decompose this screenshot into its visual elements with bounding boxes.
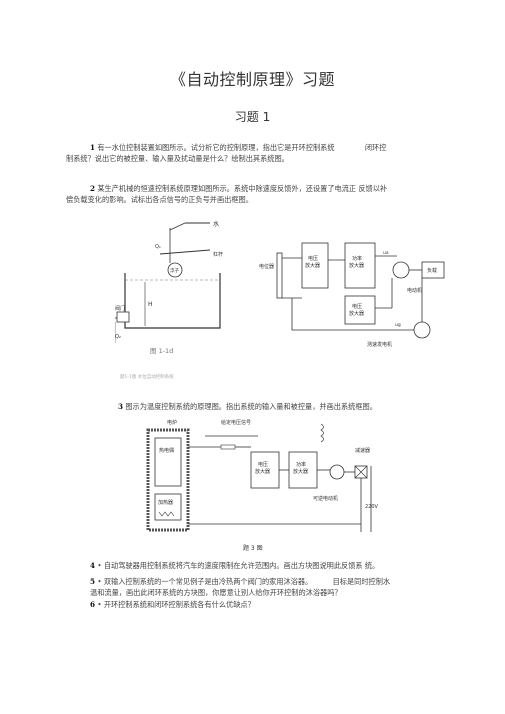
heater-coil — [158, 511, 175, 517]
motor-symbol — [392, 261, 410, 279]
question-5-text-a: 双输入控制系统的一个常见例子是由冷热两个阀门的家用沐浴器。 — [103, 577, 313, 586]
ua-label: ua — [383, 251, 389, 256]
question-4-text: 自动驾驶器用控制系统将汽车的速度限制在允许范围内。画出方块图说明此反馈系 统。 — [103, 561, 380, 570]
motor-label: 电动机 — [407, 287, 422, 294]
q1-label: Q₁ — [155, 244, 161, 250]
question-1-line-2: 制系统？说出它的被控量、输入量及扰动量是什么？绘制出其系统图。 — [66, 154, 289, 163]
setpoint-potentiometer — [220, 444, 236, 450]
potentiometer-label: 电位器 — [259, 263, 274, 270]
supply-voltage-label: 220V — [365, 504, 379, 510]
q2-label: Q₂ — [115, 334, 121, 340]
valve-label: 阀门 — [115, 305, 125, 312]
figure-water-level: 水 Q₁ 杠杆 浮子 H 阀门 Q₂ 图 1-1d 题1-1图 水位自动控制系统 — [115, 220, 223, 380]
question-3-number: 3 — [118, 402, 124, 411]
float-label: 浮子 — [170, 267, 179, 274]
power-amplifier-label: 功率放大器 — [349, 255, 364, 269]
section-title: 习题 1 — [234, 110, 271, 124]
setpoint-label: 给定电压信号 — [221, 419, 251, 426]
potentiometer — [276, 252, 283, 299]
question-6-number: 6 — [90, 600, 96, 609]
current-amplifier-block — [344, 295, 376, 325]
question-4-number: 4 — [90, 561, 96, 570]
reversible-motor-symbol — [329, 464, 345, 480]
question-1-number: 1 — [90, 143, 96, 152]
question-5: 5 • 双输入控制系统的一个常见例子是由冷热两个阀门的家用沐浴器。 目标是同时控… — [90, 577, 391, 586]
tank-outline — [124, 273, 221, 329]
power-amplifier-label-3: 功率放大器 — [293, 461, 308, 475]
voltage-amplifier-label-3: 电压放大器 — [255, 461, 270, 475]
furnace-label: 电炉 — [167, 419, 177, 426]
autotransformer-coil — [320, 423, 324, 443]
question-2-line-2: 偿负载变化的影响。试标出各点信号的正负号并画出框图。 — [66, 195, 253, 204]
figure-temperature-control: 电炉 热电偶 加热器 给定电压信号 电压放大器 功率放大器 可逆电动机 减速器 … — [146, 419, 379, 552]
question-2-number: 2 — [90, 184, 96, 193]
question-3-text: 图示为温度控制系统的原理图。指出系统的输入量和被控量，并画出系统框图。 — [125, 402, 377, 411]
document-title: 《自动控制原理》习题 — [169, 70, 335, 89]
question-2-text: 某生产机械的恒速控制系统原理如图所示。系统中除速度反馈外，还设置了电流正 反馈以… — [97, 184, 388, 193]
current-amplifier-label: 电压放大器 — [349, 303, 364, 317]
question-6: 6 • 开环控制系统和闭环控制系统各有什么优缺点？ — [90, 600, 255, 609]
reversible-motor-label: 可逆电动机 — [313, 495, 338, 502]
question-1: 1 有一水位控制装置如图所示。试分析它的控制原理，指出它是开环控制系统 闭环控 — [90, 142, 450, 153]
figure-1-subcaption: 题1-1图 水位自动控制系统 — [120, 373, 174, 380]
lever-label: 杠杆 — [213, 251, 223, 258]
power-amplifier-block — [344, 242, 376, 289]
load-label: 负载 — [427, 267, 437, 274]
figure-1-caption: 图 1-1d — [150, 347, 173, 355]
voltage-amplifier-block-3 — [250, 451, 280, 489]
ug-label: ug — [395, 323, 401, 328]
question-5-line-2: 温和流量，画出此闭环系统的方块图，你愿意让别人给你开环控制的沐浴器吗？ — [90, 588, 342, 597]
load-block — [421, 261, 445, 279]
power-amplifier-block-3 — [288, 451, 318, 489]
question-5-text-b: 目标是同时控制水 — [332, 577, 391, 586]
feedback-wire — [291, 298, 414, 331]
question-1-text-a: 有一水位控制装置如图所示。试分析它的控制原理，指出它是开环控制系统 — [97, 143, 335, 152]
voltage-amplifier-label: 电压放大器 — [305, 255, 320, 269]
thermocouple-label: 热电偶 — [159, 447, 174, 454]
reducer-label: 减速器 — [355, 447, 370, 454]
question-4: 4 • 自动驾驶器用控制系统将汽车的速度限制在允许范围内。画出方块图说明此反馈系… — [90, 561, 380, 570]
outlet-valve — [116, 311, 130, 323]
h-label: H — [148, 301, 153, 308]
voltage-amplifier-block — [301, 242, 329, 289]
question-6-text: 开环控制系统和闭环控制系统各有什么优缺点？ — [103, 600, 255, 609]
thermocouple-box — [154, 437, 182, 487]
float-ball — [167, 262, 183, 278]
figure-3-caption: 题 3 图 — [243, 545, 263, 552]
question-5-number: 5 — [90, 577, 96, 586]
tacho-generator-symbol — [413, 321, 431, 339]
tacho-generator-label: 测速发电机 — [367, 341, 392, 348]
question-2: 2 某生产机械的恒速控制系统原理如图所示。系统中除速度反馈外，还设置了电流正 反… — [90, 183, 450, 194]
heater-label: 加热器 — [158, 499, 173, 506]
lever-arm — [159, 249, 211, 255]
figure-speed-control: 电位器 电压放大器 功率放大器 电动机 负载 电压放大器 测速发电机 ug ua — [259, 242, 445, 348]
water-label: 水 — [213, 220, 219, 228]
question-1-text-b: 闭环控 — [364, 143, 387, 152]
question-3: 3 图示为温度控制系统的原理图。指出系统的输入量和被控量，并画出系统框图。 — [118, 401, 458, 412]
